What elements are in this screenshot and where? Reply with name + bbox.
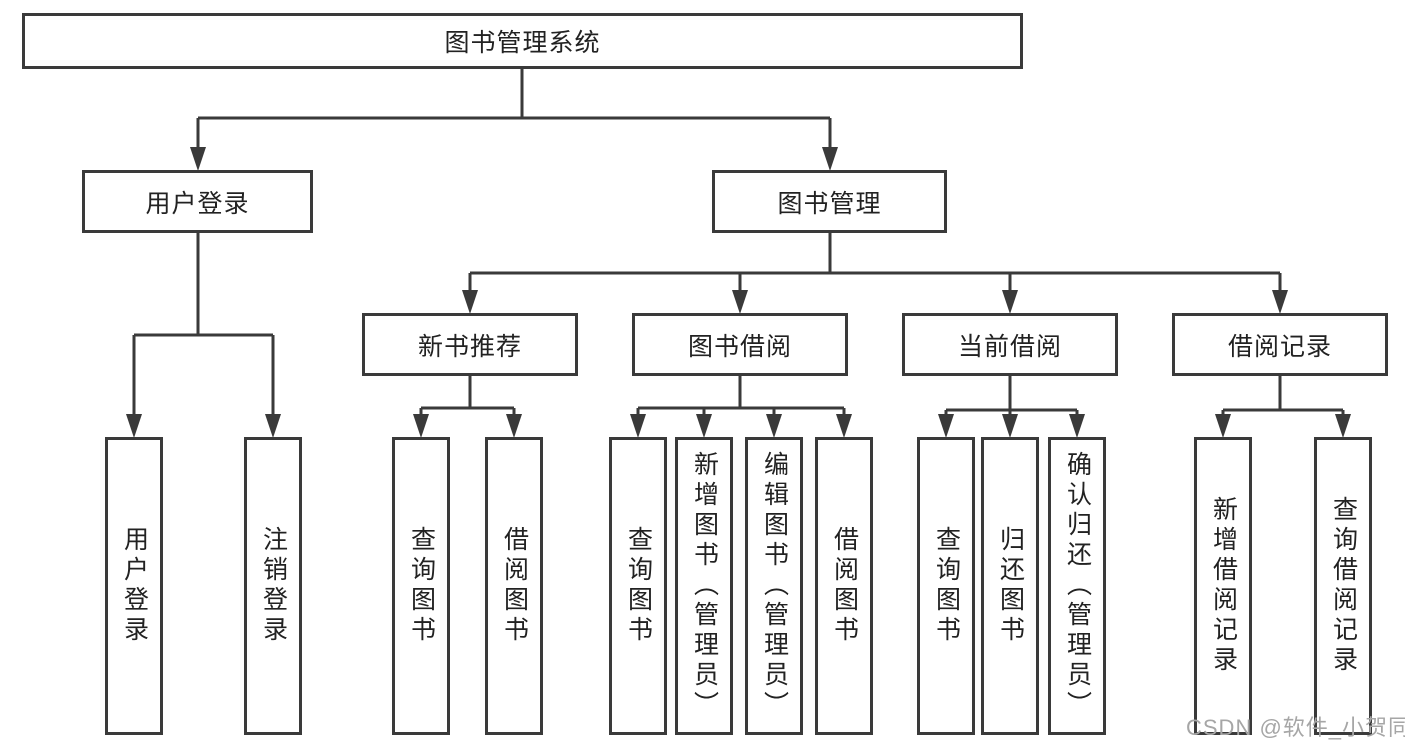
connector-strokes bbox=[132, 67, 1345, 422]
node-label: 当前借阅 bbox=[957, 332, 1062, 361]
node-book-borrowing: 图书借阅 bbox=[632, 313, 848, 376]
csdn-watermark: CSDN @软件_小贺同学 bbox=[1186, 715, 1405, 740]
node-user-login: 用户登录 bbox=[82, 170, 313, 233]
node-label: 归还图书 bbox=[996, 526, 1025, 646]
node-label: 图书管理系统 bbox=[444, 29, 601, 57]
node-label: 借阅图书 bbox=[500, 526, 529, 646]
node-label: 查询图书 bbox=[932, 526, 961, 646]
node-label: 查询借阅记录 bbox=[1329, 496, 1358, 676]
node-new-book-recommendation: 新书推荐 bbox=[362, 313, 578, 376]
leaf-edit-book-admin: 编辑图书（管理员） bbox=[745, 437, 803, 735]
node-label: 查询图书 bbox=[624, 526, 653, 646]
leaf-add-borrow-record: 新增借阅记录 bbox=[1194, 437, 1252, 735]
leaf-borrow-books-recommend: 借阅图书 bbox=[485, 437, 543, 735]
node-label: 新增借阅记录 bbox=[1209, 496, 1238, 676]
node-book-management: 图书管理 bbox=[712, 170, 947, 233]
node-label: 用户登录 bbox=[120, 526, 149, 646]
leaf-query-borrow-record: 查询借阅记录 bbox=[1314, 437, 1372, 735]
node-label: 图书借阅 bbox=[687, 332, 792, 361]
node-label: 用户登录 bbox=[145, 189, 250, 218]
node-label: 新增图书（管理员） bbox=[690, 451, 719, 721]
node-label: 确认归还（管理员） bbox=[1063, 451, 1092, 721]
node-label: 编辑图书（管理员） bbox=[760, 451, 789, 721]
node-label: 查询图书 bbox=[407, 526, 436, 646]
leaf-query-books-recommend: 查询图书 bbox=[392, 437, 450, 735]
node-label: 注销登录 bbox=[259, 526, 288, 646]
leaf-return-books: 归还图书 bbox=[981, 437, 1039, 735]
node-label: 新书推荐 bbox=[417, 332, 522, 361]
arrowheads bbox=[126, 147, 1351, 438]
node-current-borrowing: 当前借阅 bbox=[902, 313, 1118, 376]
leaf-confirm-return-admin: 确认归还（管理员） bbox=[1048, 437, 1106, 735]
leaf-user-login: 用户登录 bbox=[105, 437, 163, 735]
leaf-query-books-current: 查询图书 bbox=[917, 437, 975, 735]
leaf-query-books-borrowing: 查询图书 bbox=[609, 437, 667, 735]
node-label: 图书管理 bbox=[777, 189, 882, 218]
node-label: 借阅记录 bbox=[1227, 332, 1332, 361]
node-borrowing-records: 借阅记录 bbox=[1172, 313, 1388, 376]
leaf-borrow-books: 借阅图书 bbox=[815, 437, 873, 735]
node-label: 借阅图书 bbox=[830, 526, 859, 646]
node-library-management-system: 图书管理系统 bbox=[22, 13, 1023, 69]
leaf-logout: 注销登录 bbox=[244, 437, 302, 735]
leaf-add-book-admin: 新增图书（管理员） bbox=[675, 437, 733, 735]
